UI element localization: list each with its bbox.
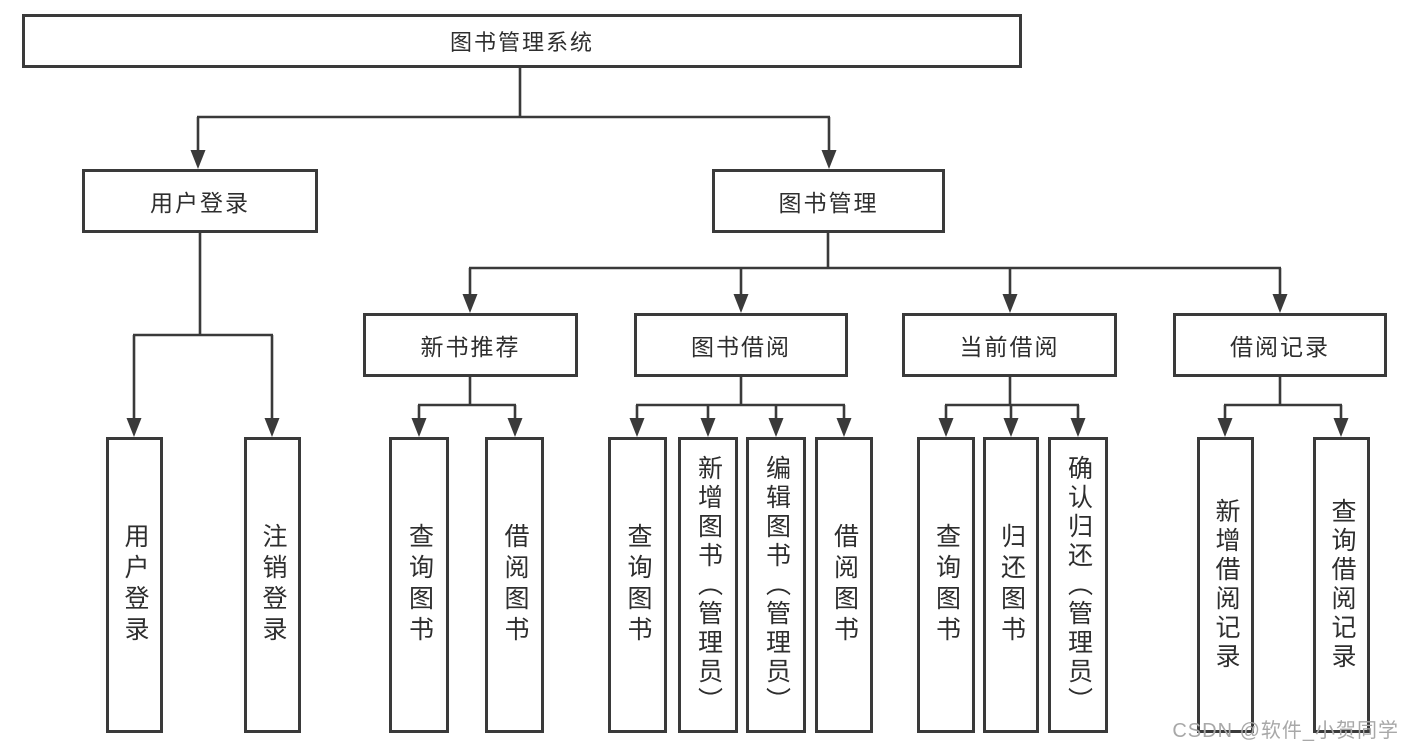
leaf-borrow-books-recommend: 借阅图书 (485, 437, 544, 733)
leaf-logout: 注销登录 (244, 437, 301, 733)
leaf-confirm-return-admin: 确认归还（管理员） (1048, 437, 1108, 733)
node-current-borrow: 当前借阅 (902, 313, 1117, 377)
leaf-add-borrow-record: 新增借阅记录 (1197, 437, 1254, 733)
leaf-add-book-admin: 新增图书（管理员） (678, 437, 738, 733)
leaf-query-books-borrow: 查询图书 (608, 437, 667, 733)
node-book-management: 图书管理 (712, 169, 945, 233)
node-user-login: 用户登录 (82, 169, 318, 233)
leaf-borrow-books: 借阅图书 (815, 437, 873, 733)
leaf-query-borrow-record: 查询借阅记录 (1313, 437, 1370, 733)
node-library-management-system: 图书管理系统 (22, 14, 1022, 68)
leaf-query-books-current: 查询图书 (917, 437, 975, 733)
leaf-return-books: 归还图书 (983, 437, 1039, 733)
csdn-watermark: CSDN @软件_小贺同学 (1172, 720, 1399, 742)
node-borrow-records: 借阅记录 (1173, 313, 1387, 377)
node-new-book-recommend: 新书推荐 (363, 313, 578, 377)
leaf-edit-book-admin: 编辑图书（管理员） (746, 437, 806, 733)
leaf-user-login: 用户登录 (106, 437, 163, 733)
node-book-borrow: 图书借阅 (634, 313, 848, 377)
leaf-query-books-recommend: 查询图书 (389, 437, 449, 733)
